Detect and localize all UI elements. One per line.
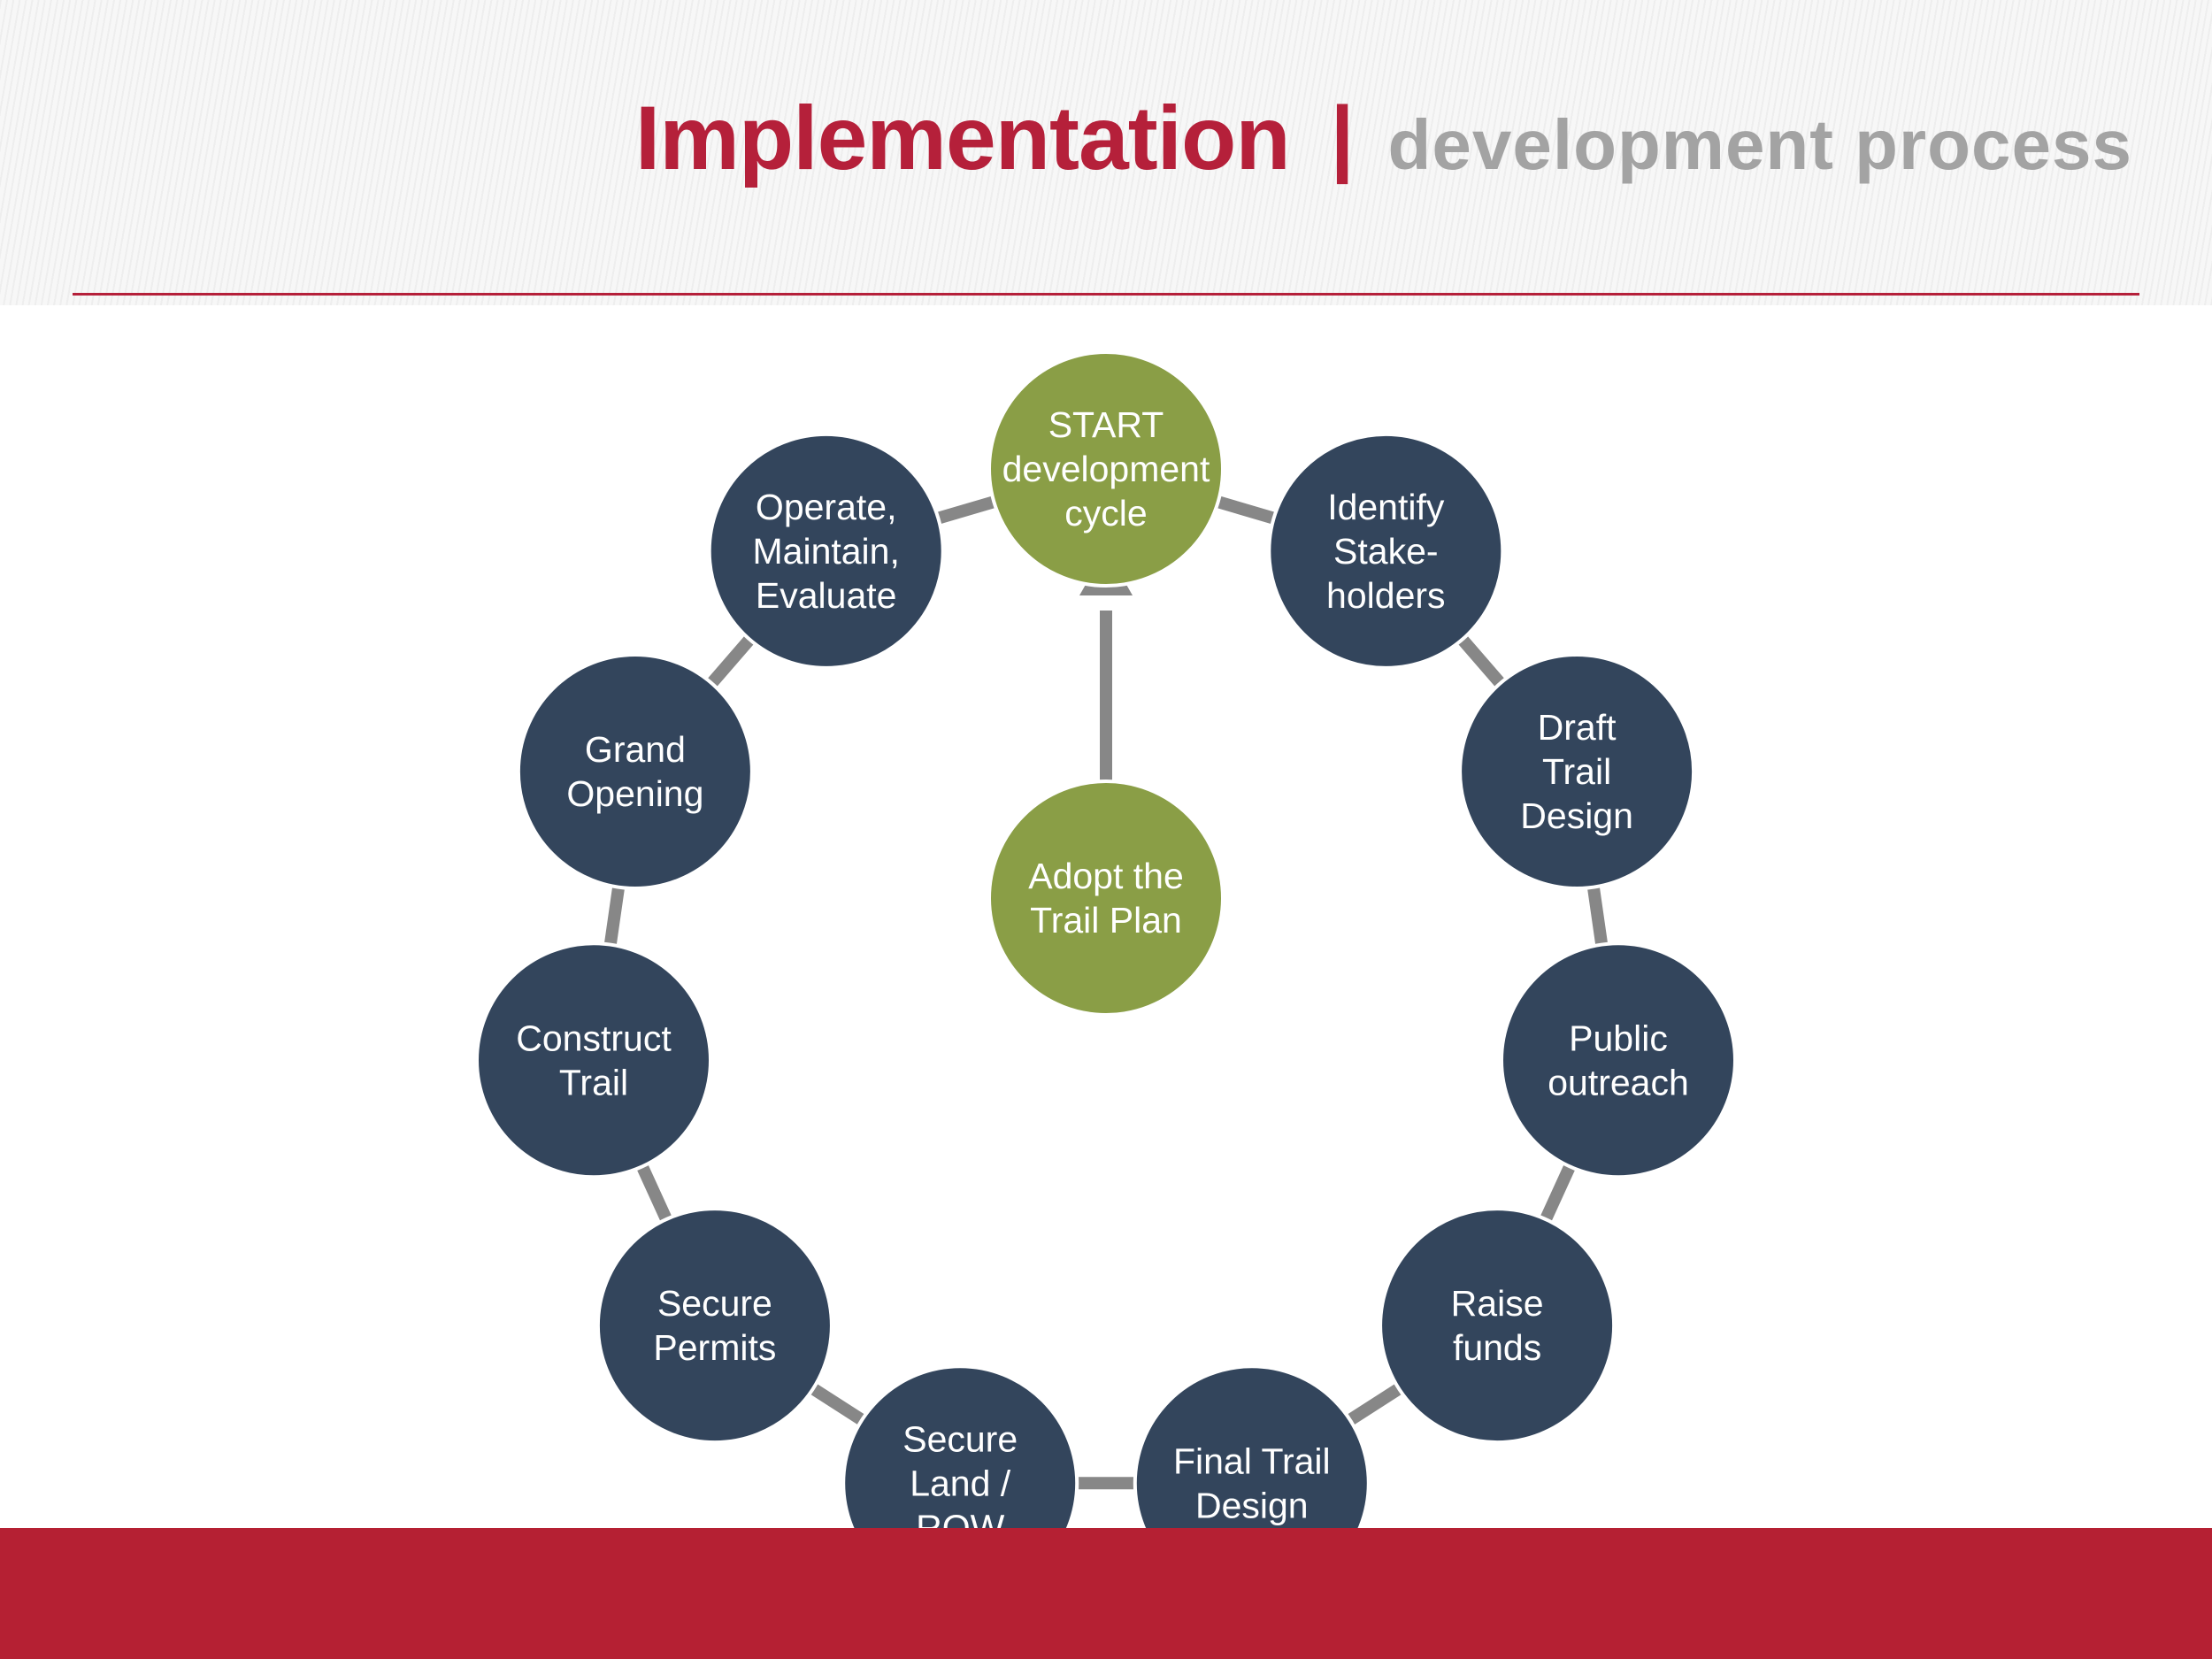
adopt-node-circle	[987, 780, 1225, 1017]
cycle-node-10-circle	[707, 432, 945, 670]
cycle-node-4-label-line: funds	[1453, 1327, 1541, 1368]
cycle-node-1-label-line: Identify	[1327, 487, 1445, 527]
cycle-node-3-label-line: Public	[1569, 1018, 1668, 1058]
page-title: Implementation|development process	[635, 93, 2132, 183]
start-node-circle	[987, 350, 1225, 588]
cycle-node-8-circle	[475, 941, 712, 1179]
cycle-node-9-label-line: Grand	[585, 729, 686, 770]
title-separator: |	[1330, 89, 1355, 184]
start-node-label-line: START	[1048, 404, 1164, 445]
cycle-node-1-circle	[1267, 432, 1505, 670]
cycle-node-5-label-line: Final Trail	[1173, 1440, 1331, 1481]
start-node-label-line: development	[1002, 449, 1210, 489]
cycle-node-9-label-line: Opening	[566, 773, 703, 814]
cycle-node-8-label-line: Construct	[516, 1018, 672, 1058]
header-divider	[73, 293, 2139, 296]
cycle-node-10-label-line: Operate,	[756, 487, 897, 527]
cycle-node-7-label-line: Permits	[653, 1327, 776, 1368]
cycle-node-10-label-line: Maintain,	[753, 531, 900, 572]
cycle-node-2-circle	[1458, 653, 1696, 890]
adopt-node-label-line: Trail Plan	[1030, 900, 1182, 941]
cycle-node-2-label-line: Design	[1520, 795, 1633, 836]
title-subtitle: development process	[1387, 105, 2132, 184]
cycle-node-7-label-line: Secure	[657, 1283, 772, 1324]
header-band	[0, 0, 2212, 305]
cycle-node-2-label-line: Draft	[1538, 707, 1617, 748]
cycle-node-7-circle	[595, 1207, 833, 1445]
cycle-node-4-label-line: Raise	[1451, 1283, 1544, 1324]
footer-bar	[0, 1528, 2212, 1659]
adopt-node-label-line: Adopt the	[1028, 856, 1184, 896]
cycle-node-6-label-line: Secure	[902, 1418, 1018, 1459]
cycle-node-2-label-line: Trail	[1542, 751, 1611, 792]
cycle-node-5-label-line: Design	[1195, 1485, 1309, 1525]
cycle-node-3-label-line: outreach	[1548, 1062, 1689, 1102]
title-main: Implementation	[634, 88, 1291, 188]
cycle-node-4-circle	[1379, 1207, 1617, 1445]
start-node-label-line: cycle	[1064, 493, 1147, 534]
cycle-node-10: Operate,Maintain,Evaluate	[707, 432, 945, 670]
cycle-node-8-label-line: Trail	[559, 1062, 628, 1102]
cycle-node-3-circle	[1500, 941, 1737, 1179]
cycle-node-1-label-line: holders	[1326, 575, 1445, 616]
cycle-node-1-label-line: Stake-	[1333, 531, 1439, 572]
cycle-node-6-label-line: Land /	[910, 1463, 1011, 1503]
cycle-node-10-label-line: Evaluate	[756, 575, 897, 616]
cycle-node-9-circle	[516, 653, 754, 890]
